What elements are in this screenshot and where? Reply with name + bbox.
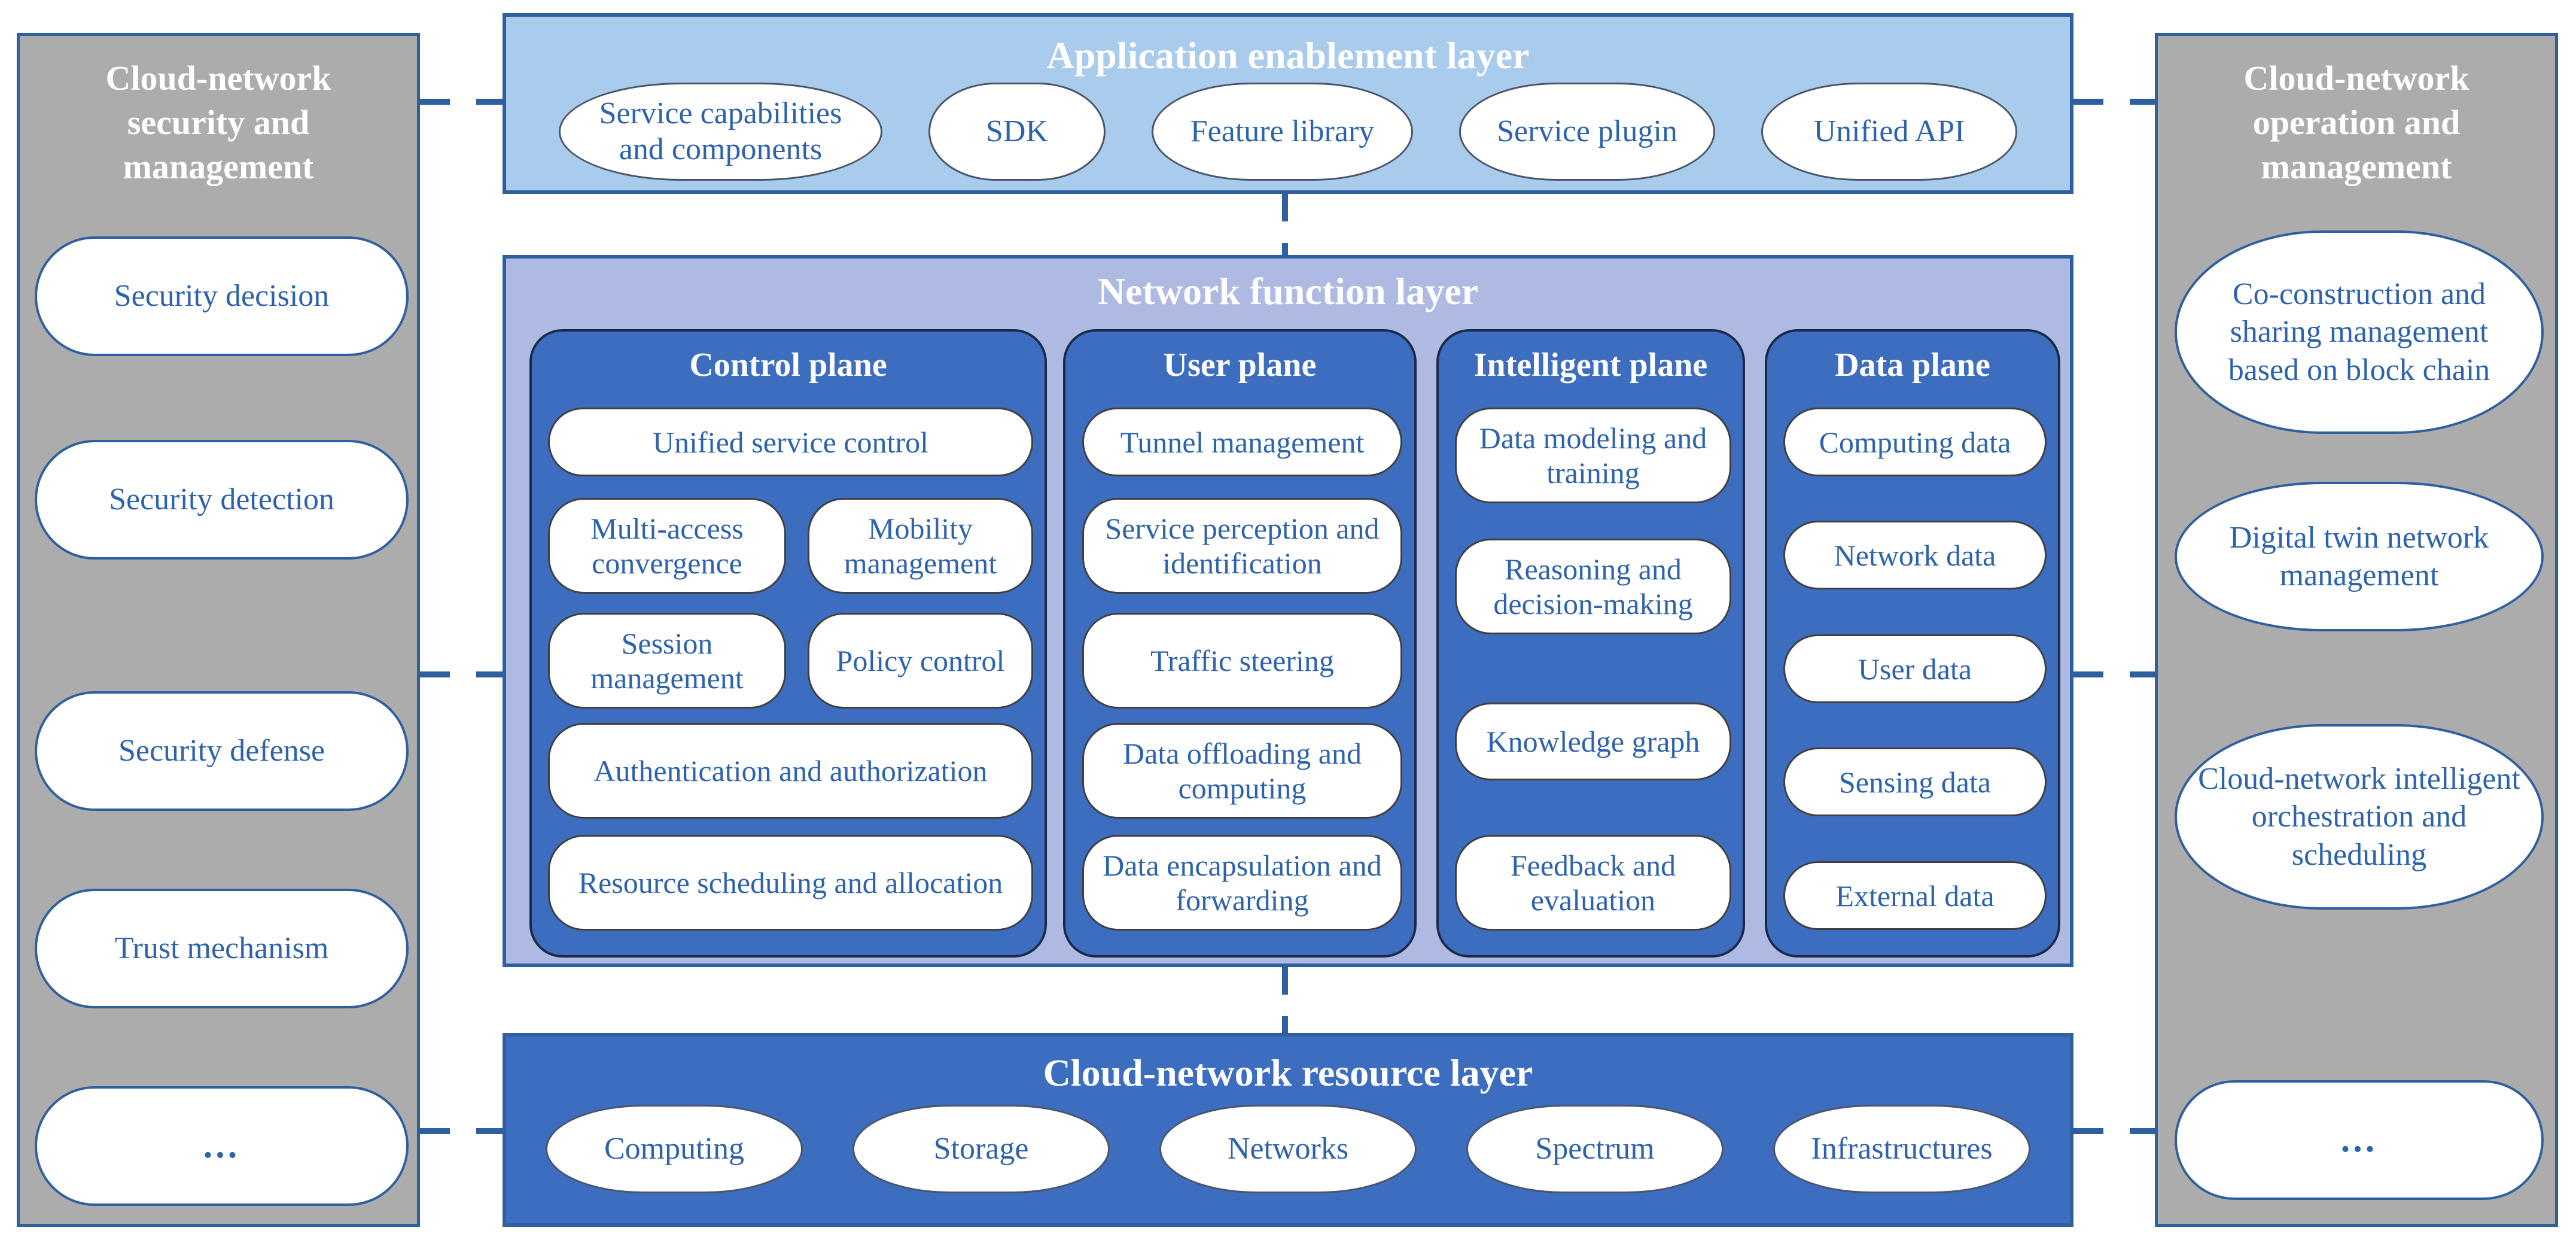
data-modeling-training-pill: Data modeling and training (1455, 408, 1731, 503)
knowledge-graph-pill: Knowledge graph (1455, 703, 1731, 780)
cloud-network-resource-layer: Cloud-network resource layer Computing S… (503, 1033, 2073, 1227)
computing-data-pill: Computing data (1783, 408, 2047, 476)
dashed-connector-network-to-resource (1282, 967, 1288, 1033)
control-plane-panel: Control plane Unified service control Mu… (529, 329, 1047, 958)
intelligent-plane-title: Intelligent plane (1473, 347, 1708, 384)
application-layer-items: Service capabilities and components SDK … (506, 83, 2070, 181)
intelligent-plane-panel: Intelligent plane Data modeling and trai… (1436, 329, 1745, 958)
reasoning-decision-making-pill: Reasoning and decision-making (1455, 539, 1731, 634)
sensing-data-pill: Sensing data (1783, 747, 2047, 816)
dashed-connector-left-top (420, 99, 503, 105)
policy-control-pill: Policy control (808, 613, 1033, 709)
tunnel-management-pill: Tunnel management (1082, 408, 1402, 476)
trust-mechanism-pill: Trust mechanism (35, 889, 409, 1008)
digital-twin-network-pill: Digital twin network management (2175, 482, 2544, 631)
data-plane-panel: Data plane Computing data Network data U… (1765, 329, 2060, 958)
dashed-connector-left-middle (420, 671, 503, 677)
user-plane-title: User plane (1163, 347, 1317, 384)
multi-access-convergence-pill: Multi-access convergence (548, 498, 786, 594)
resource-layer-items: Computing Storage Networks Spectrum Infr… (506, 1105, 2070, 1193)
network-function-layer: Network function layer Control plane Uni… (503, 255, 2073, 967)
cloud-network-resource-layer-title: Cloud-network resource layer (1043, 1051, 1533, 1094)
service-capabilities-pill: Service capabilities and components (559, 83, 882, 181)
intelligent-orchestration-pill: Cloud-network intelligent orchestration … (2175, 724, 2544, 910)
feature-library-pill: Feature library (1152, 83, 1413, 181)
security-decision-pill: Security decision (35, 236, 409, 356)
left-ellipsis-pill: ... (35, 1086, 409, 1206)
panel-cloud-network-operation-management: Cloud-network operation and management C… (2155, 33, 2558, 1227)
application-enablement-layer-title: Application enablement layer (1046, 34, 1530, 77)
mobility-management-pill: Mobility management (808, 498, 1033, 594)
dashed-connector-left-bottom (420, 1128, 503, 1134)
security-detection-pill: Security detection (35, 440, 409, 560)
sdk-pill: SDK (928, 83, 1106, 181)
data-offloading-computing-pill: Data offloading and computing (1082, 723, 1402, 819)
service-plugin-pill: Service plugin (1459, 83, 1715, 181)
dashed-connector-right-top (2073, 99, 2155, 105)
session-management-pill: Session management (548, 613, 786, 709)
user-data-pill: User data (1783, 634, 2047, 703)
data-encapsulation-forwarding-pill: Data encapsulation and forwarding (1082, 835, 1402, 931)
left-sidebar-title: Cloud-network security and management (105, 59, 331, 187)
dashed-connector-right-bottom (2073, 1128, 2155, 1134)
right-sidebar-title: Cloud-network operation and management (2243, 59, 2470, 187)
computing-pill: Computing (546, 1105, 803, 1193)
control-plane-title: Control plane (689, 347, 887, 384)
network-function-layer-title: Network function layer (1097, 270, 1479, 312)
traffic-steering-pill: Traffic steering (1082, 613, 1402, 709)
unified-service-control-pill: Unified service control (548, 408, 1033, 476)
co-construction-sharing-pill: Co-construction and sharing management b… (2175, 230, 2544, 434)
right-ellipsis-pill: ... (2175, 1080, 2544, 1200)
dashed-connector-app-to-network (1282, 194, 1288, 255)
dashed-connector-right-middle (2073, 671, 2155, 677)
resource-scheduling-allocation-pill: Resource scheduling and allocation (548, 835, 1033, 931)
service-perception-pill: Service perception and identification (1082, 498, 1402, 594)
authentication-authorization-pill: Authentication and authorization (548, 723, 1033, 819)
storage-pill: Storage (852, 1105, 1110, 1193)
panel-cloud-network-security-management: Cloud-network security and management Se… (17, 33, 420, 1227)
spectrum-pill: Spectrum (1466, 1105, 1724, 1193)
user-plane-panel: User plane Tunnel management Service per… (1063, 329, 1417, 958)
infrastructures-pill: Infrastructures (1773, 1105, 2030, 1193)
network-data-pill: Network data (1783, 521, 2047, 589)
feedback-evaluation-pill: Feedback and evaluation (1455, 835, 1731, 931)
application-enablement-layer: Application enablement layer Service cap… (503, 13, 2073, 194)
external-data-pill: External data (1783, 861, 2047, 930)
data-plane-title: Data plane (1835, 347, 1990, 384)
security-defense-pill: Security defense (35, 691, 409, 811)
unified-api-pill: Unified API (1761, 83, 2017, 181)
networks-pill: Networks (1159, 1105, 1417, 1193)
